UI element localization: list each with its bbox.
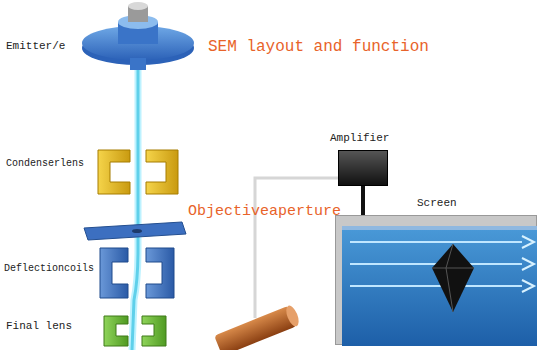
part-label: Deflectioncoils xyxy=(4,263,94,274)
screen-display xyxy=(336,216,537,346)
signal-wire xyxy=(255,178,338,318)
part-label: Objectiveaperture xyxy=(188,203,341,220)
screen-node: Screen xyxy=(335,197,537,345)
node-label: Amplifier xyxy=(330,132,389,144)
part-label: Emitter/e xyxy=(6,40,65,52)
final-lens xyxy=(104,316,166,346)
condenser-lens xyxy=(98,150,178,194)
node-label: Screen xyxy=(417,197,537,209)
part-label: Final lens xyxy=(6,320,72,332)
screen-box xyxy=(335,215,537,345)
emitter xyxy=(82,2,194,70)
detector xyxy=(214,304,301,350)
cable xyxy=(361,186,365,215)
amplifier-box xyxy=(338,150,388,186)
diagram-title: SEM layout and function xyxy=(208,38,429,56)
objective-aperture xyxy=(84,222,186,240)
amplifier-node: Amplifier xyxy=(330,132,389,186)
deflection-coils xyxy=(100,248,174,298)
part-label: Condenserlens xyxy=(6,158,84,169)
